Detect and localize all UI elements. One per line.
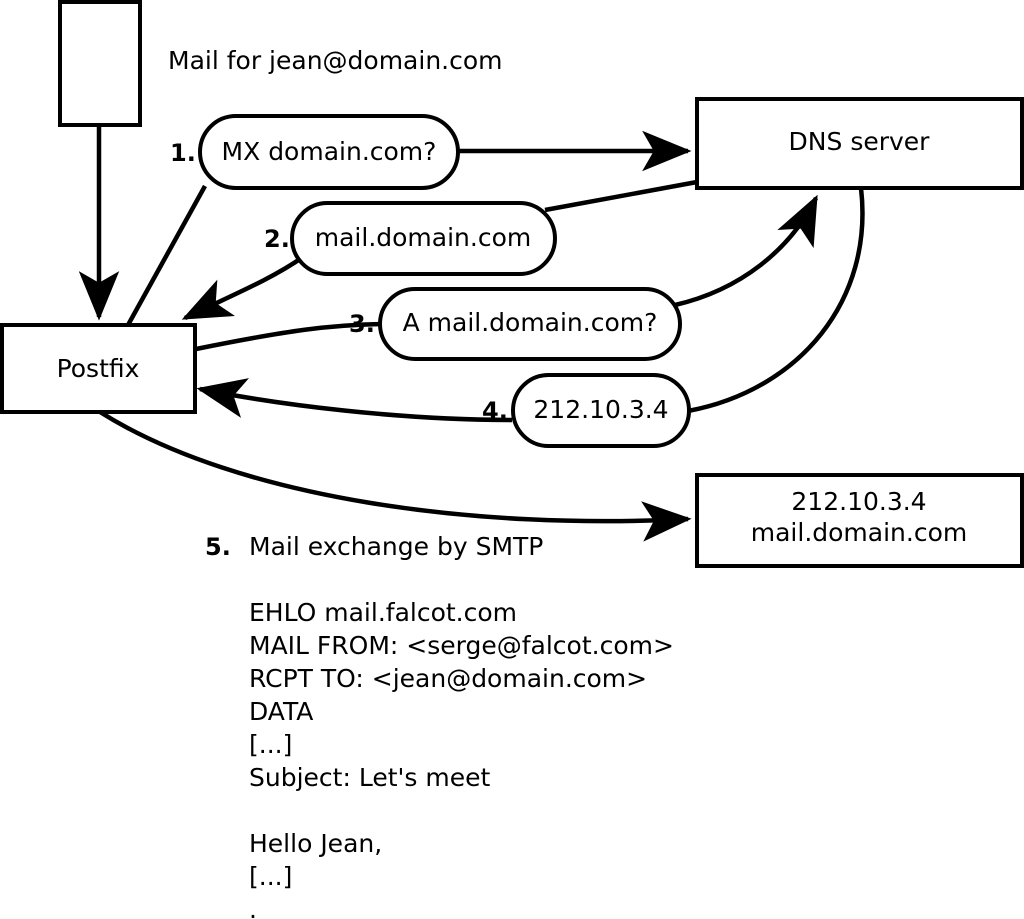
bubble-step-3[interactable]	[378, 287, 682, 361]
node-dns-server[interactable]	[695, 97, 1024, 190]
node-mail-server-host: mail.domain.com	[751, 518, 967, 547]
step-number-1: 1.	[170, 139, 196, 167]
edge-step2-bubble-to-postfix	[181, 255, 305, 321]
edge-dns-to-step2-bubble	[544, 179, 698, 213]
bubble-step-2[interactable]	[290, 201, 557, 276]
transcript-line: EHLO mail.falcot.com	[249, 598, 517, 627]
node-mail-server[interactable]	[695, 473, 1024, 568]
edge-step3-bubble-to-dns	[674, 194, 819, 308]
edge-step4-bubble-to-postfix	[196, 378, 513, 423]
transcript-line: DATA	[249, 697, 313, 726]
transcript-line: [...]	[249, 862, 292, 891]
edge-postfix-to-step3-bubble	[195, 321, 383, 352]
transcript-line: MAIL FROM: <serge@falcot.com>	[249, 631, 674, 660]
step-number-3: 3.	[349, 310, 375, 338]
incoming-mail-note: Mail for jean@domain.com	[168, 46, 503, 75]
bubble-step-1[interactable]	[198, 114, 460, 190]
edge-postfix-to-step1-bubble	[126, 184, 207, 327]
bubble-step-3-label: A mail.domain.com?	[403, 308, 658, 337]
transcript-line: Hello Jean,	[249, 829, 382, 858]
node-mail-server-ip: 212.10.3.4	[791, 487, 926, 516]
step-5-caption: Mail exchange by SMTP	[249, 532, 543, 561]
transcript-line: RCPT TO: <jean@domain.com>	[249, 664, 647, 693]
node-postfix[interactable]	[0, 323, 197, 414]
node-dns-server-label: DNS server	[789, 127, 931, 156]
smtp-transcript: EHLO mail.falcot.com MAIL FROM: <serge@f…	[249, 598, 674, 919]
step-number-2: 2.	[264, 225, 290, 253]
step-number-5: 5.	[205, 533, 231, 561]
bubble-step-1-label: MX domain.com?	[222, 137, 437, 166]
edge-dns-to-step4-bubble	[687, 187, 865, 414]
transcript-line: [...]	[249, 730, 292, 759]
node-postfix-label: Postfix	[57, 354, 140, 383]
edge-postfix-to-mailserver	[98, 410, 692, 542]
node-mua[interactable]	[58, 0, 142, 127]
transcript-line: Subject: Let's meet	[249, 763, 490, 792]
bubble-step-4[interactable]	[511, 373, 691, 448]
step-number-4: 4.	[482, 397, 508, 425]
bubble-step-4-label: 212.10.3.4	[533, 395, 668, 424]
transcript-line: .	[249, 895, 257, 919]
bubble-step-2-label: mail.domain.com	[315, 223, 531, 252]
